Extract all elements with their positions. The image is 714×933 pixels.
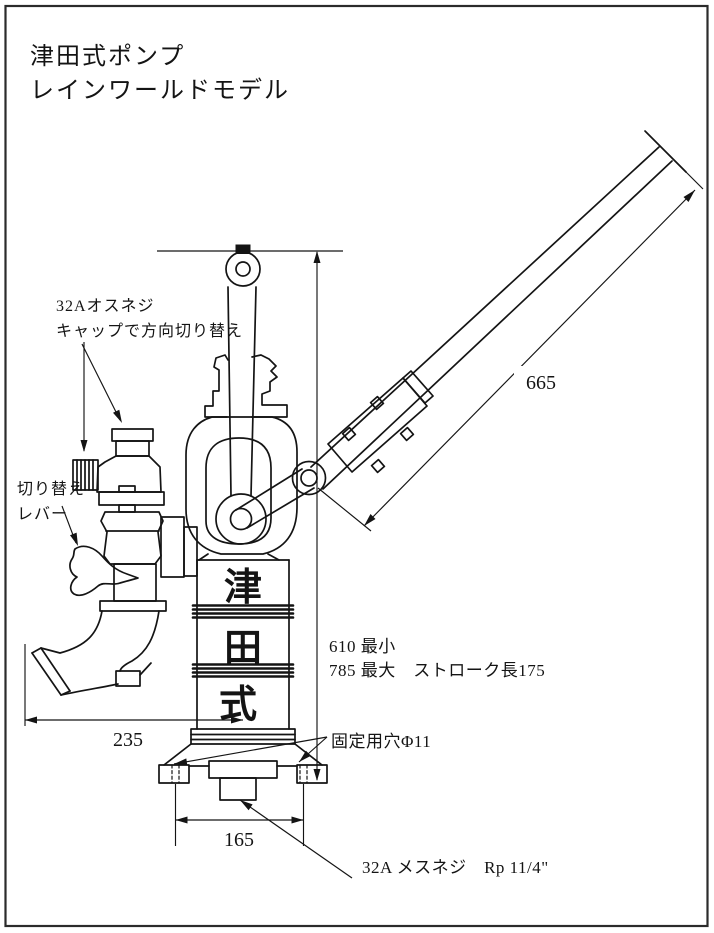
label-female-thread: 32A メスネジ Rp 11/4" xyxy=(362,858,549,877)
switch-lever xyxy=(69,545,139,597)
coupling-band-lower xyxy=(191,663,295,678)
nameplate-char1: 津 xyxy=(224,567,262,609)
pump-handle xyxy=(235,130,687,529)
dim-handle-length: 665 xyxy=(526,372,556,394)
title-block: 津田式ポンプ レインワールドモデル xyxy=(30,43,290,104)
nameplate-char2: 田 xyxy=(224,628,262,670)
dim-bolt-spacing: 165 xyxy=(224,829,254,851)
dim-spout-reach: 235 xyxy=(113,729,143,751)
spout xyxy=(31,610,160,696)
right-foot xyxy=(296,764,328,784)
pump-outline xyxy=(31,130,687,801)
outlet-assembly xyxy=(69,428,198,612)
label-lever-line2: レバー xyxy=(17,506,68,523)
label-male-thread-line1: 32Aオスネジ xyxy=(56,297,155,315)
link-arm xyxy=(225,251,261,497)
nameplate-char3: 式 xyxy=(219,684,257,726)
label-lever-line1: 切り替え xyxy=(17,480,85,498)
pump-base xyxy=(158,728,328,801)
dimension-lines xyxy=(24,153,704,879)
label-mount-hole: 固定用穴Φ11 xyxy=(331,732,431,751)
dim-height-min: 610 最小 xyxy=(329,637,396,656)
inlet-boss xyxy=(208,760,278,779)
dim-height-max: 785 最大 ストローク長175 xyxy=(329,661,545,680)
top-bolt xyxy=(235,244,251,254)
coupling-band-upper xyxy=(191,604,295,619)
handle-end-cap xyxy=(644,130,687,173)
page-subtitle: レインワールドモデル xyxy=(30,77,290,104)
labels: 32Aオスネジ キャップで方向切り替え 切り替え レバー 665 610 最小 … xyxy=(17,297,569,877)
page-title: 津田式ポンプ xyxy=(30,43,185,70)
page-border xyxy=(4,4,709,928)
pump-head xyxy=(185,354,298,555)
left-foot xyxy=(158,764,190,784)
pump-column xyxy=(191,553,295,730)
outlet-cap xyxy=(111,428,154,442)
label-male-thread-line2: キャップで方向切り替え xyxy=(56,322,243,340)
